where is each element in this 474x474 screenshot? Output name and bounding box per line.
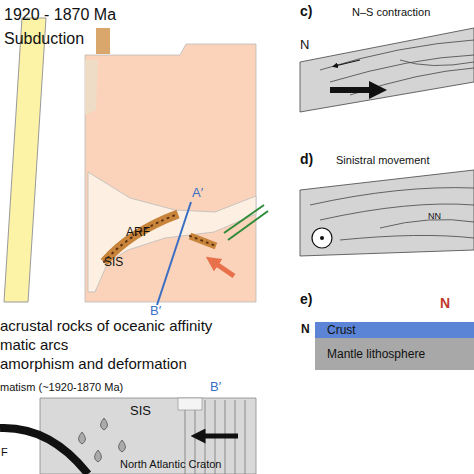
magmatic-arc bbox=[190, 236, 216, 246]
thrust-section bbox=[300, 28, 474, 112]
cross-section bbox=[40, 398, 256, 474]
panel-letter: d) bbox=[300, 152, 313, 167]
section-title: matism (~1920-1870 Ma) bbox=[0, 381, 123, 393]
tan-block bbox=[96, 28, 110, 54]
north-label: N bbox=[300, 38, 309, 52]
shear-zone bbox=[224, 205, 264, 233]
structure-label: NN bbox=[428, 212, 441, 222]
north-label: N bbox=[440, 296, 450, 311]
section-end: B′ bbox=[150, 304, 161, 318]
crust-band: Crust bbox=[315, 322, 474, 338]
basin bbox=[178, 398, 202, 410]
magma-drops bbox=[79, 418, 126, 462]
slip-arrow bbox=[335, 60, 360, 66]
unit-label: SIS bbox=[130, 404, 151, 418]
convergence-arrow bbox=[212, 261, 234, 276]
band-label: Crust bbox=[315, 323, 356, 337]
magmatic-arc bbox=[104, 214, 178, 262]
arc-dots bbox=[190, 236, 216, 246]
panel-letter: e) bbox=[300, 292, 312, 307]
panel-title: 1920 - 1870 Ma Subduction bbox=[4, 3, 136, 51]
legend-text: matic arcs bbox=[0, 337, 68, 354]
panel-letter: c) bbox=[300, 4, 312, 19]
suture-channel bbox=[88, 172, 256, 292]
push-arrow bbox=[198, 434, 238, 439]
mantle-band: Mantle lithosphere bbox=[315, 338, 474, 370]
panel-caption: Sinistral movement bbox=[336, 154, 430, 166]
push-arrow bbox=[330, 87, 378, 93]
yellow-terrane bbox=[4, 18, 46, 302]
unit-label: SIS bbox=[104, 256, 123, 269]
arc-dots bbox=[104, 214, 178, 262]
section-end: B′ bbox=[210, 380, 221, 394]
section-end: A′ bbox=[192, 186, 203, 200]
legend-text: acrustal rocks of oceanic affinity bbox=[0, 318, 212, 335]
legend-text: amorphism and deformation bbox=[0, 356, 187, 373]
out-of-page-symbol bbox=[312, 228, 332, 248]
structure-label: F bbox=[1, 446, 8, 458]
subducting-slab bbox=[0, 428, 88, 474]
beige-block bbox=[85, 60, 98, 115]
strike-slip-section bbox=[300, 170, 474, 256]
craton-label: North Atlantic Craton bbox=[120, 458, 222, 470]
structure-label: ARF bbox=[126, 226, 150, 239]
section-line bbox=[157, 202, 191, 305]
band-label: Mantle lithosphere bbox=[315, 347, 425, 361]
out-of-page-dot bbox=[320, 236, 324, 240]
panel-caption: N–S contraction bbox=[352, 6, 430, 18]
north-label: N bbox=[301, 323, 310, 336]
